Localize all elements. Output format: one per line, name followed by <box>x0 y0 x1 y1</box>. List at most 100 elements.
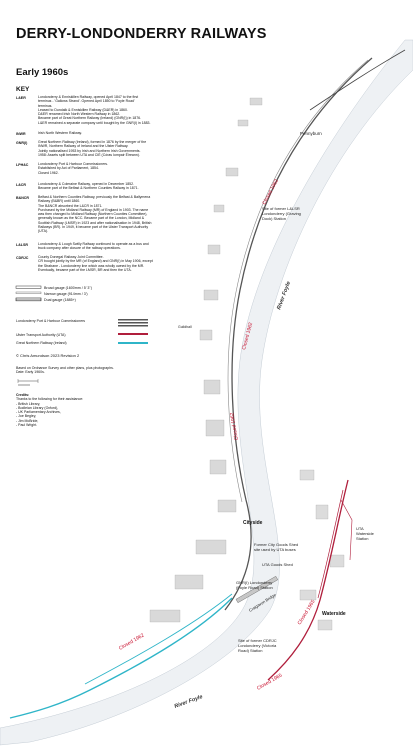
gauge-legend-samples <box>15 285 42 302</box>
legend-lphc-label: Londonderry Port & Harbour Commissioners <box>16 319 86 323</box>
key-line: CR bought jointly by the MR (of England)… <box>38 259 153 264</box>
uta-line <box>267 479 349 681</box>
key-line: The B&NCR absorbed the L&CR in 1871. <box>38 203 103 208</box>
narrow-gauge-sample <box>15 291 42 294</box>
credits-intro: Thanks to the following for their assist… <box>16 397 84 402</box>
river-foyle <box>0 39 413 746</box>
key-text-lcr: Londonderry & Coleraine Railway, opened … <box>38 182 243 191</box>
key-text-gnri: Great Northern Railway (Ireland), formed… <box>38 140 243 157</box>
label-uta-station-1: UTA <box>356 526 364 531</box>
label-graving-dock-1: Site of former L&LSR <box>262 206 300 211</box>
key-text-inwr: Irish North Western Railway. <box>38 131 243 135</box>
label-closed-4: Closed 1965 <box>297 599 317 626</box>
label-former-goods-1: Former City Goods Shed <box>254 542 298 547</box>
gnri-line <box>9 597 233 719</box>
label-graving-dock-2: Londonderry (Graving <box>262 211 301 216</box>
key-line: Scottish Railway (LMSR) in 1923 and afte… <box>38 220 152 225</box>
key-line: D&ER renamed Irish North Western Railway… <box>38 112 121 117</box>
label-uta-goods-shed: UTA Goods Shed <box>262 562 293 567</box>
key-line: Became part of the Belfast & Northern Co… <box>38 186 139 191</box>
gnri-color-sample <box>118 342 148 344</box>
key-line: INWR, Northern Railway of Ireland and th… <box>38 144 129 149</box>
key-heading: KEY <box>16 86 30 93</box>
key-line: 1958: Assets split between UTA and CIÉ (… <box>38 152 140 157</box>
key-line: L&ER remained a separate company until b… <box>38 120 151 125</box>
label-closed-5: Closed 1965 <box>256 672 284 691</box>
key-line: Londonderry & Coleraine Railway, opened … <box>38 182 135 186</box>
key-line: Established by Act of Parliament, 1854. <box>38 166 99 171</box>
llsr-line <box>309 49 406 111</box>
credits-block: Credits: Thanks to the following for the… <box>16 393 136 427</box>
key-text-lphc: Londonderry Port & Harbour Commissioners… <box>38 162 243 175</box>
label-pennyburn: Pennyburn <box>300 131 322 136</box>
key-line: (UTA). <box>38 229 49 234</box>
key-line: Purchased by the Midland Railway (MR) of… <box>38 207 149 212</box>
key-abbr-lner: L&ER <box>16 96 26 100</box>
key-line: terminus. <box>38 103 53 108</box>
sources-note: Based on Ordnance Survey and other plans… <box>16 366 166 375</box>
key-abbr-cdrjc: CDRJC <box>16 256 29 260</box>
lphc-color-sample <box>118 319 148 321</box>
key-text-lner: Londonderry & Enniskillen Railway, opene… <box>38 95 243 125</box>
credits-item: - Paul Wright. <box>16 423 38 428</box>
key-line: truck company after closure of the railw… <box>38 246 121 251</box>
map-subtitle: Early 1960s <box>16 67 69 78</box>
legend-dual-gauge-label: Dual gauge (1885+) <box>44 298 76 302</box>
lphc-quay-line <box>224 57 373 611</box>
label-river-foyle-2: River Foyle <box>174 694 204 710</box>
label-gnri-station-1: GNR(I) Londonderry <box>236 580 272 585</box>
credits-item: - Bodleian Library (Oxford), <box>16 405 59 410</box>
label-guildhall: Guildhall <box>178 325 192 329</box>
label-cityside: Cityside <box>243 520 263 526</box>
legend-uta-label: Ulster Transport Authority (UTA) <box>16 333 66 337</box>
key-abbr-lphc: LPH&C <box>16 163 29 167</box>
key-line: Londonderry Port & Harbour Commissioners… <box>38 162 109 166</box>
key-line: Railway (B&BR) until 1860. <box>38 199 81 204</box>
key-line: Jointly nationalised 1953 by Irish and N… <box>38 148 141 153</box>
city-blocks-east <box>299 469 345 631</box>
owner-legend-samples <box>118 319 148 344</box>
city-blocks-west <box>149 97 263 623</box>
label-cdrjc-station-2: Londonderry (Victoria <box>238 643 277 648</box>
legend-broad-gauge-label: Broad gauge (1600mm / 5' 3") <box>44 286 92 290</box>
key-line: Closed 1962. <box>38 170 59 175</box>
key-line: Londonderry & Lough Swilly Railway conti… <box>38 242 149 246</box>
label-closed-6: Closed 1962 <box>118 632 146 651</box>
key-abbr-llsr: L&LSR <box>16 243 28 247</box>
key-line: Became part of Great Northern Railway (I… <box>38 116 142 121</box>
credits-item: - Jim McBride, <box>16 418 39 423</box>
craigavon-bridge <box>235 575 279 604</box>
key-line: Londonderry & Enniskillen Railway, opene… <box>38 95 139 99</box>
key-text-cdrjc: County Donegal Railway Joint Committee. … <box>38 255 243 272</box>
sources-line: Date: Early 1960s. <box>16 370 45 375</box>
uta-color-sample <box>118 333 148 335</box>
key-line: the Strabane - Londonderry line which wa… <box>38 263 145 268</box>
map-title: DERRY-LONDONDERRY RAILWAYS <box>16 26 267 42</box>
key-text-llsr: Londonderry & Lough Swilly Railway conti… <box>38 242 243 251</box>
key-abbr-lcr: L&CR <box>16 183 26 187</box>
key-abbr-bncr: B&NCR <box>16 196 29 200</box>
key-line: County Donegal Railway Joint Committee. <box>38 255 104 259</box>
label-graving-dock-3: Dock) Station <box>262 216 286 221</box>
key-text-bncr: Belfast & Northern Counties Railway, pre… <box>38 195 243 234</box>
key-abbr-gnri: GNR(I) <box>16 141 28 145</box>
label-closed-1: Closed 1962 <box>261 178 280 206</box>
key-line: generally known as the NCC. Became part … <box>38 216 145 221</box>
credits-item: - Joe Begley, <box>16 414 37 419</box>
legend-gnri-label: Great Northern Railway (Ireland) <box>16 341 67 345</box>
key-line: Eventually, became part of the LMSR, BR … <box>38 267 132 272</box>
sources-line: Based on Ordnance Survey and other plans… <box>16 366 114 370</box>
label-cdrjc-station-3: Road) Station <box>238 648 262 653</box>
label-gnri-station-2: (Foyle Road) Station <box>236 585 273 590</box>
key-line: was then changed to Midland Railway (Nor… <box>38 212 148 217</box>
legend-narrow-gauge-label: Narrow gauge (914mm / 3') <box>44 292 88 296</box>
key-line: Belfast & Northern Counties Railway, pre… <box>38 195 151 199</box>
key-line: terminus - 'Gallows Strand'. Opened Apri… <box>38 99 135 104</box>
label-closed-3: Closed 1962 <box>229 412 240 441</box>
credits-heading: Credits: <box>16 393 30 397</box>
label-waterside: Waterside <box>322 611 346 617</box>
credits-item: - British Library, <box>16 401 41 406</box>
credits-item: - UK Parliamentary Archives, <box>16 410 61 415</box>
broad-gauge-sample <box>15 285 42 289</box>
